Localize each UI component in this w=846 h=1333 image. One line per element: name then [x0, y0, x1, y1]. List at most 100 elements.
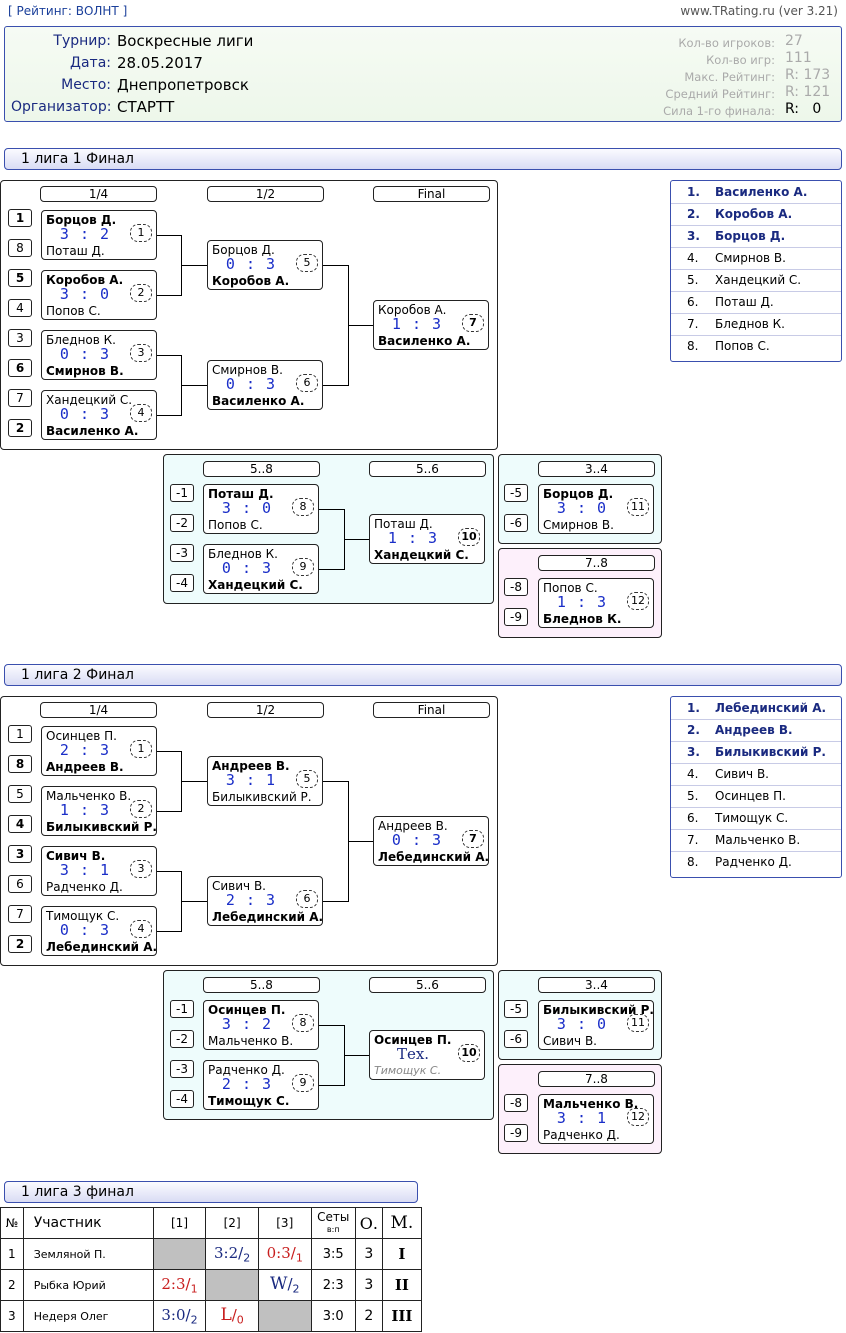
result-cell[interactable]: 3:2/2 — [205, 1238, 259, 1270]
row-number: 3 — [8, 1309, 16, 1323]
bracket-line — [181, 781, 207, 782]
ranking-player[interactable]: Хандецкий С. — [715, 273, 802, 287]
col-no: № — [0, 1207, 24, 1239]
player-1-name: Андреев В. — [212, 759, 290, 773]
match-number: 11 — [627, 498, 649, 516]
match-score: 0 : 3 — [59, 405, 111, 423]
ranking-player[interactable]: Василенко А. — [715, 185, 808, 199]
games-count-label: Кол-во игр: — [706, 53, 775, 67]
player-1-name: Мальченко В. — [543, 1097, 639, 1111]
result-cell[interactable]: 2:3/1 — [152, 1269, 207, 1301]
rating-link[interactable]: [ Рейтинг: ВОЛНТ ] — [8, 4, 128, 18]
max-rating-label: Макс. Рейтинг: — [684, 70, 775, 84]
ranking-player[interactable]: Мальченко В. — [715, 833, 801, 847]
participant-name[interactable]: Рыбка Юрий — [33, 1278, 106, 1292]
ranking-player[interactable]: Лебединский А. — [715, 701, 827, 715]
seed-badge: 6 — [8, 359, 32, 377]
seed-badge: -3 — [170, 544, 194, 562]
ranking-player[interactable]: Сивич В. — [715, 767, 769, 781]
seed-badge: -2 — [170, 1030, 194, 1048]
ranking-player[interactable]: Смирнов В. — [715, 251, 786, 265]
ranking-player[interactable]: Бледнов К. — [715, 317, 785, 331]
final-ranking: 1.Василенко А.2.Коробов А.3.Борцов Д.4.С… — [670, 180, 842, 362]
site-version[interactable]: www.TRating.ru (ver 3.21) — [680, 4, 838, 18]
participant-name[interactable]: Недеря Олег — [33, 1309, 109, 1323]
ranking-player[interactable]: Тимощук С. — [715, 811, 789, 825]
result-cell[interactable]: 0:3/1 — [257, 1238, 312, 1270]
player-1-name: Борцов Д. — [46, 213, 117, 227]
result-score: W — [269, 1274, 288, 1295]
match-score: 3 : 1 — [556, 1109, 608, 1127]
bracket-line — [181, 265, 207, 266]
ranking-player[interactable]: Попов С. — [715, 339, 770, 353]
ranking-row: 4.Сивич В. — [671, 764, 841, 786]
ranking-player[interactable]: Борцов Д. — [715, 229, 786, 243]
ranking-place: 2. — [687, 207, 700, 221]
ranking-place: 3. — [687, 229, 700, 243]
ranking-place: 8. — [687, 855, 699, 869]
sets-value: 3:5 — [322, 1246, 344, 1262]
match-number: 11 — [627, 1014, 649, 1032]
player-1-name: Бледнов К. — [208, 547, 278, 561]
ranking-player[interactable]: Осинцев П. — [715, 789, 786, 803]
result-cell[interactable]: 3:0/2 — [152, 1300, 207, 1332]
result-cell[interactable]: W/2 — [257, 1269, 312, 1301]
seed-badge: 8 — [8, 239, 32, 257]
result-cell[interactable]: L/0 — [205, 1300, 259, 1332]
match-number: 2 — [130, 800, 152, 818]
player-1-name: Борцов Д. — [212, 243, 275, 257]
round-label: Final — [373, 702, 490, 718]
bracket-line — [157, 751, 181, 752]
ranking-player[interactable]: Билыкивский Р. — [715, 745, 826, 759]
match-number: 4 — [130, 920, 152, 938]
seed-badge: -5 — [504, 1000, 528, 1018]
player-2-name: Коробов А. — [212, 274, 290, 288]
ranking-player[interactable]: Андреев В. — [715, 723, 793, 737]
seed-badge: -8 — [504, 1094, 528, 1112]
col-place: М. — [381, 1207, 423, 1239]
match-box-10[interactable]: Осинцев П.Тех.Тимощук С.10 — [369, 1030, 485, 1080]
ranking-row: 6.Тимощук С. — [671, 808, 841, 830]
match-score: 1 : 3 — [387, 529, 439, 547]
player-2-name: Попов С. — [46, 304, 101, 318]
player-2-name: Смирнов В. — [543, 518, 614, 532]
round-label: 1/2 — [207, 702, 324, 718]
self-cell — [205, 1269, 259, 1301]
ranking-row: 8. Радченко Д. — [671, 852, 841, 874]
ranking-player[interactable]: Поташ Д. — [715, 295, 774, 309]
player-2-name: Лебединский А. — [378, 850, 490, 864]
ranking-player[interactable]: Коробов А. — [715, 207, 793, 221]
participant-name[interactable]: Земляной П. — [33, 1247, 106, 1261]
seed-badge: -1 — [170, 484, 194, 502]
bracket-line — [323, 901, 348, 902]
ranking-player[interactable]: Радченко Д. — [715, 855, 792, 869]
player-2-name: Василенко А. — [378, 334, 471, 348]
round-label: 1/4 — [40, 702, 157, 718]
seed-badge: 1 — [8, 209, 32, 227]
place-value: I — [398, 1245, 406, 1263]
result-score: 0:3 — [266, 1243, 291, 1262]
